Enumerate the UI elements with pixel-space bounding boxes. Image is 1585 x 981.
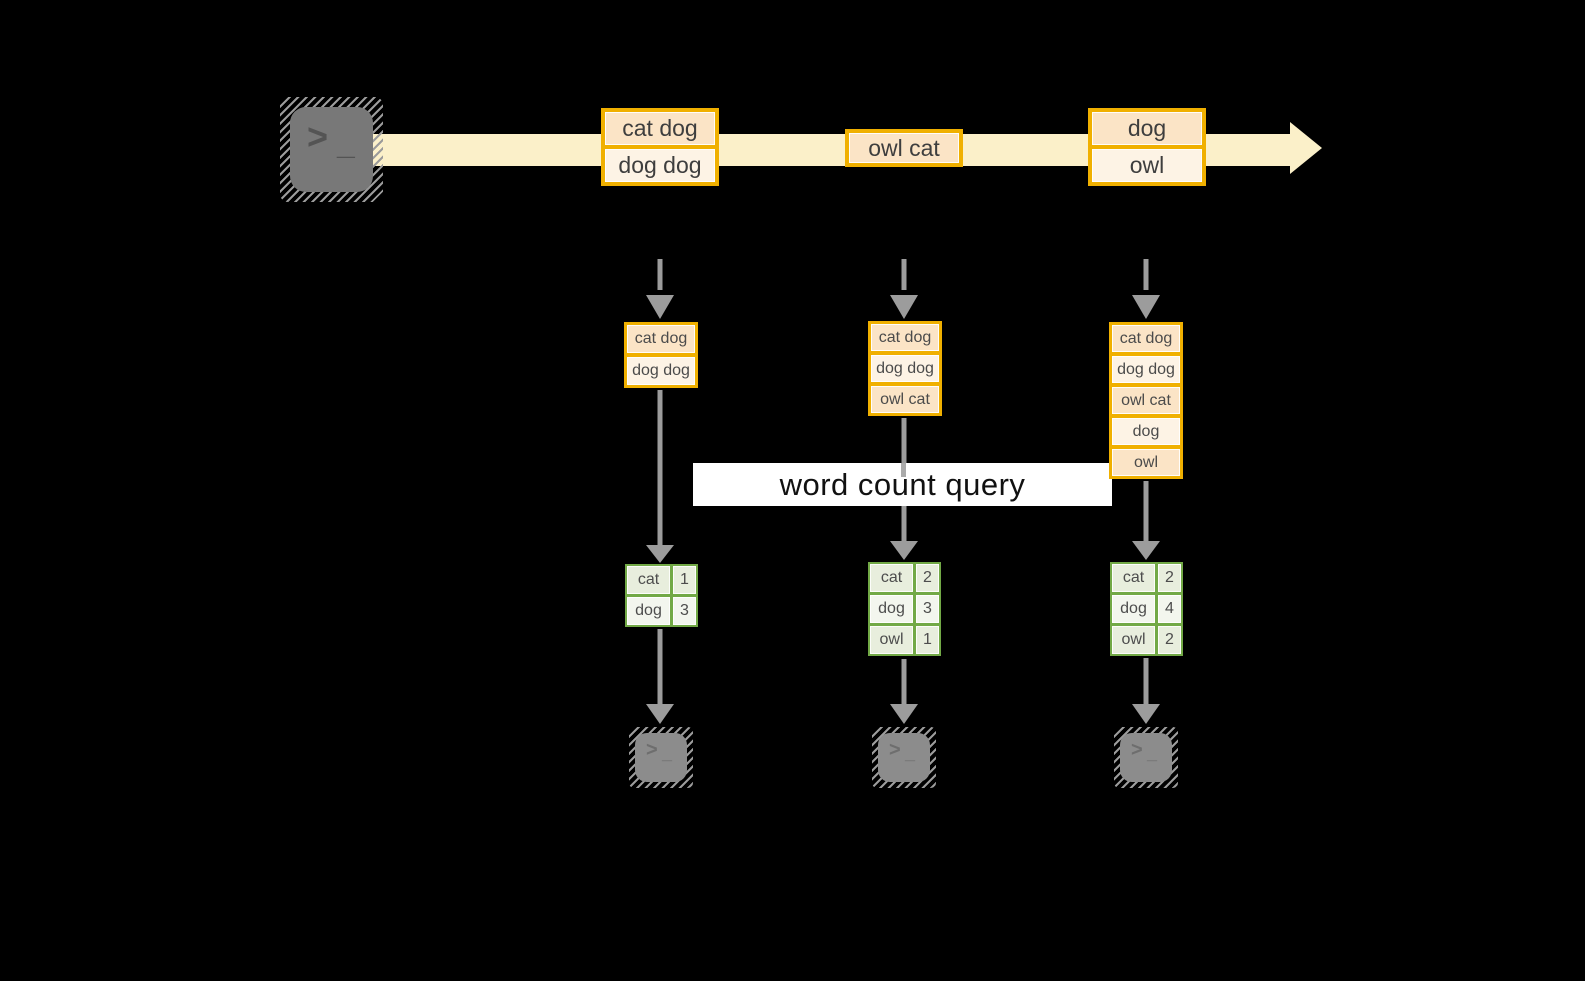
terminal-prompt-glyph: > bbox=[1131, 739, 1143, 761]
buffer-record: dog dog bbox=[1112, 356, 1180, 383]
terminal-sink-icon: > _ bbox=[872, 727, 936, 788]
stream-record: dog dog bbox=[605, 149, 715, 182]
dashed-arrowhead-icon bbox=[646, 295, 674, 319]
stream-record: owl cat bbox=[849, 133, 959, 163]
query-arrowhead-icon bbox=[646, 545, 674, 563]
stream-event-box-2: owl cat bbox=[845, 129, 963, 167]
stream-timeline-arrowhead-icon bbox=[1290, 122, 1322, 174]
terminal-body: > _ bbox=[878, 733, 930, 782]
dashed-arrowhead-icon bbox=[1132, 295, 1160, 319]
record-buffer-stack-2: cat dog dog dog owl cat bbox=[868, 321, 942, 416]
terminal-prompt-glyph: > bbox=[307, 116, 329, 157]
count-word: dog bbox=[1112, 595, 1155, 623]
count-word: owl bbox=[870, 626, 913, 654]
buffer-record: dog dog bbox=[627, 357, 695, 385]
query-arrowhead-icon bbox=[890, 541, 918, 560]
terminal-sink-icon: > _ bbox=[629, 727, 693, 788]
terminal-cursor-glyph: _ bbox=[662, 743, 673, 763]
record-buffer-stack-1: cat dog dog dog bbox=[624, 322, 698, 388]
buffer-record: owl cat bbox=[1112, 387, 1180, 414]
count-value: 2 bbox=[1158, 626, 1181, 654]
terminal-body: > _ bbox=[635, 733, 687, 782]
terminal-cursor-glyph: _ bbox=[1147, 743, 1158, 763]
stream-record: dog bbox=[1092, 112, 1202, 145]
count-value: 1 bbox=[673, 566, 696, 594]
count-word: cat bbox=[1112, 564, 1155, 592]
record-buffer-stack-3: cat dog dog dog owl cat dog owl bbox=[1109, 322, 1183, 479]
count-word: cat bbox=[870, 564, 913, 592]
count-word: cat bbox=[627, 566, 670, 594]
dashed-arrowhead-icon bbox=[890, 295, 918, 319]
terminal-sink-icon: > _ bbox=[1114, 727, 1178, 788]
count-word: dog bbox=[627, 597, 670, 625]
sink-arrowhead-icon bbox=[890, 704, 918, 724]
count-table-1: cat 1 dog 3 bbox=[625, 564, 698, 627]
stream-event-box-1: cat dog dog dog bbox=[601, 108, 719, 186]
count-word: dog bbox=[870, 595, 913, 623]
stream-record: cat dog bbox=[605, 112, 715, 145]
query-arrowhead-icon bbox=[1132, 541, 1160, 560]
count-value: 2 bbox=[916, 564, 939, 592]
count-value: 2 bbox=[1158, 564, 1181, 592]
count-table-3: cat 2 dog 4 owl 2 bbox=[1110, 562, 1183, 656]
buffer-record: dog bbox=[1112, 418, 1180, 445]
stream-event-box-3: dog owl bbox=[1088, 108, 1206, 186]
buffer-record: cat dog bbox=[1112, 325, 1180, 352]
count-table-2: cat 2 dog 3 owl 1 bbox=[868, 562, 941, 656]
query-arrow-stub bbox=[901, 463, 906, 477]
buffer-record: owl cat bbox=[871, 386, 939, 413]
buffer-record: dog dog bbox=[871, 355, 939, 382]
terminal-body: > _ bbox=[1120, 733, 1172, 782]
sink-arrowhead-icon bbox=[646, 704, 674, 724]
stream-record: owl bbox=[1092, 149, 1202, 182]
sink-arrowhead-icon bbox=[1132, 704, 1160, 724]
terminal-cursor-glyph: _ bbox=[337, 125, 355, 161]
buffer-record: owl bbox=[1112, 449, 1180, 476]
count-word: owl bbox=[1112, 626, 1155, 654]
terminal-cursor-glyph: _ bbox=[905, 743, 916, 763]
count-value: 1 bbox=[916, 626, 939, 654]
count-value: 3 bbox=[673, 597, 696, 625]
terminal-prompt-glyph: > bbox=[646, 739, 658, 761]
terminal-body: > _ bbox=[290, 107, 373, 192]
count-value: 3 bbox=[916, 595, 939, 623]
buffer-record: cat dog bbox=[871, 324, 939, 351]
count-value: 4 bbox=[1158, 595, 1181, 623]
terminal-source-icon: > _ bbox=[280, 97, 383, 202]
terminal-prompt-glyph: > bbox=[889, 739, 901, 761]
buffer-record: cat dog bbox=[627, 325, 695, 353]
